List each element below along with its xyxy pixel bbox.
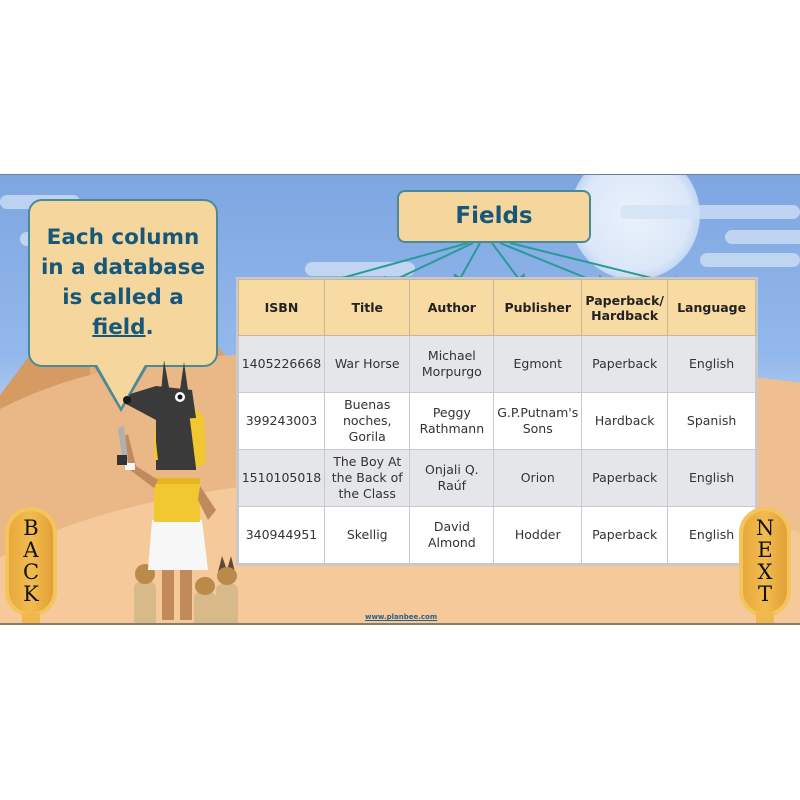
cell-line: David bbox=[433, 519, 470, 534]
footer-url-link[interactable]: www.planbee.com bbox=[365, 613, 438, 621]
table-header-row: ISBN Title Author Publisher Paperback/Ha… bbox=[238, 279, 756, 336]
cell-line: Gorila bbox=[348, 429, 386, 444]
back-letter: C bbox=[22, 560, 40, 584]
cell-publisher: Hodder bbox=[493, 506, 583, 564]
cartouche-stem bbox=[756, 613, 774, 625]
cell-line: Peggy bbox=[432, 405, 471, 420]
cell-line: noches, bbox=[342, 413, 392, 428]
cell-format: Paperback bbox=[581, 506, 669, 564]
cloud-decoration bbox=[620, 205, 800, 219]
callout-keyword: field bbox=[92, 315, 146, 340]
callout-line: field. bbox=[30, 313, 216, 343]
column-header-language: Language bbox=[667, 279, 756, 336]
slide-top-edge bbox=[0, 174, 800, 175]
next-label: N E X T bbox=[739, 517, 791, 605]
next-letter: N bbox=[755, 516, 775, 540]
back-label: B A C K bbox=[5, 517, 57, 605]
cell-isbn: 1510105018 bbox=[238, 449, 325, 507]
back-letter: B bbox=[23, 516, 39, 540]
column-header-title: Title bbox=[323, 279, 411, 336]
fields-label-box: Fields bbox=[397, 190, 591, 243]
cell-line: the Back of bbox=[331, 470, 403, 485]
cell-isbn: 1405226668 bbox=[238, 335, 325, 393]
back-button[interactable]: B A C K bbox=[0, 505, 60, 625]
cell-language: English bbox=[667, 449, 756, 507]
cell-publisher: Orion bbox=[493, 449, 583, 507]
next-button[interactable]: N E X T bbox=[735, 505, 800, 625]
cell-line: G.P.Putnam's bbox=[497, 405, 579, 420]
next-letter: E bbox=[757, 538, 773, 562]
next-letter: X bbox=[757, 560, 773, 584]
header-line: Hardback bbox=[591, 307, 659, 323]
cell-line: the Class bbox=[338, 486, 396, 501]
cell-format: Paperback bbox=[581, 335, 669, 393]
cell-line: The Boy At bbox=[333, 454, 402, 469]
cell-line: Morpurgo bbox=[421, 364, 482, 379]
cell-format: Hardback bbox=[581, 392, 669, 450]
cell-isbn: 340944951 bbox=[238, 506, 325, 564]
next-letter: T bbox=[757, 582, 772, 606]
callout-line: Each column bbox=[46, 225, 200, 250]
slide-bottom-edge bbox=[0, 623, 800, 625]
cartouche-stem bbox=[22, 613, 40, 625]
back-letter: A bbox=[23, 538, 39, 562]
cell-title: War Horse bbox=[323, 335, 411, 393]
cartouche-next-icon bbox=[739, 507, 791, 617]
callout-line: in a database bbox=[40, 255, 206, 280]
cell-line: Almond bbox=[428, 535, 476, 550]
cell-title: Skellig bbox=[323, 506, 411, 564]
column-header-isbn: ISBN bbox=[238, 279, 325, 336]
cloud-decoration bbox=[725, 230, 800, 244]
cell-author: Onjali Q.Raúf bbox=[409, 449, 495, 507]
database-table: ISBN Title Author Publisher Paperback/Ha… bbox=[238, 279, 756, 564]
cell-line: Raúf bbox=[437, 478, 467, 493]
cell-language: Spanish bbox=[667, 392, 756, 450]
anubis-illustration bbox=[117, 360, 238, 625]
callout-bubble: Each column in a database is called a fi… bbox=[28, 199, 218, 367]
cell-line: Rathmann bbox=[419, 421, 485, 436]
cell-publisher: Egmont bbox=[493, 335, 583, 393]
cloud-decoration bbox=[305, 262, 415, 276]
cloud-decoration bbox=[700, 253, 800, 267]
callout-line: is called a bbox=[62, 285, 184, 310]
callout-punct: . bbox=[145, 315, 154, 340]
column-header-author: Author bbox=[409, 279, 495, 336]
slide-canvas: Each column in a database is called a fi… bbox=[0, 175, 800, 625]
cell-line: Buenas bbox=[344, 397, 391, 412]
column-header-publisher: Publisher bbox=[493, 279, 583, 336]
header-line: Paperback/ bbox=[585, 292, 664, 308]
cell-language: English bbox=[667, 335, 756, 393]
column-header-format: Paperback/Hardback bbox=[581, 279, 669, 336]
cell-line: Onjali Q. bbox=[425, 462, 479, 477]
cell-isbn: 399243003 bbox=[238, 392, 325, 450]
cell-line: Sons bbox=[522, 421, 553, 436]
cell-format: Paperback bbox=[581, 449, 669, 507]
cell-line: Michael bbox=[427, 348, 476, 363]
back-letter: K bbox=[23, 582, 39, 606]
